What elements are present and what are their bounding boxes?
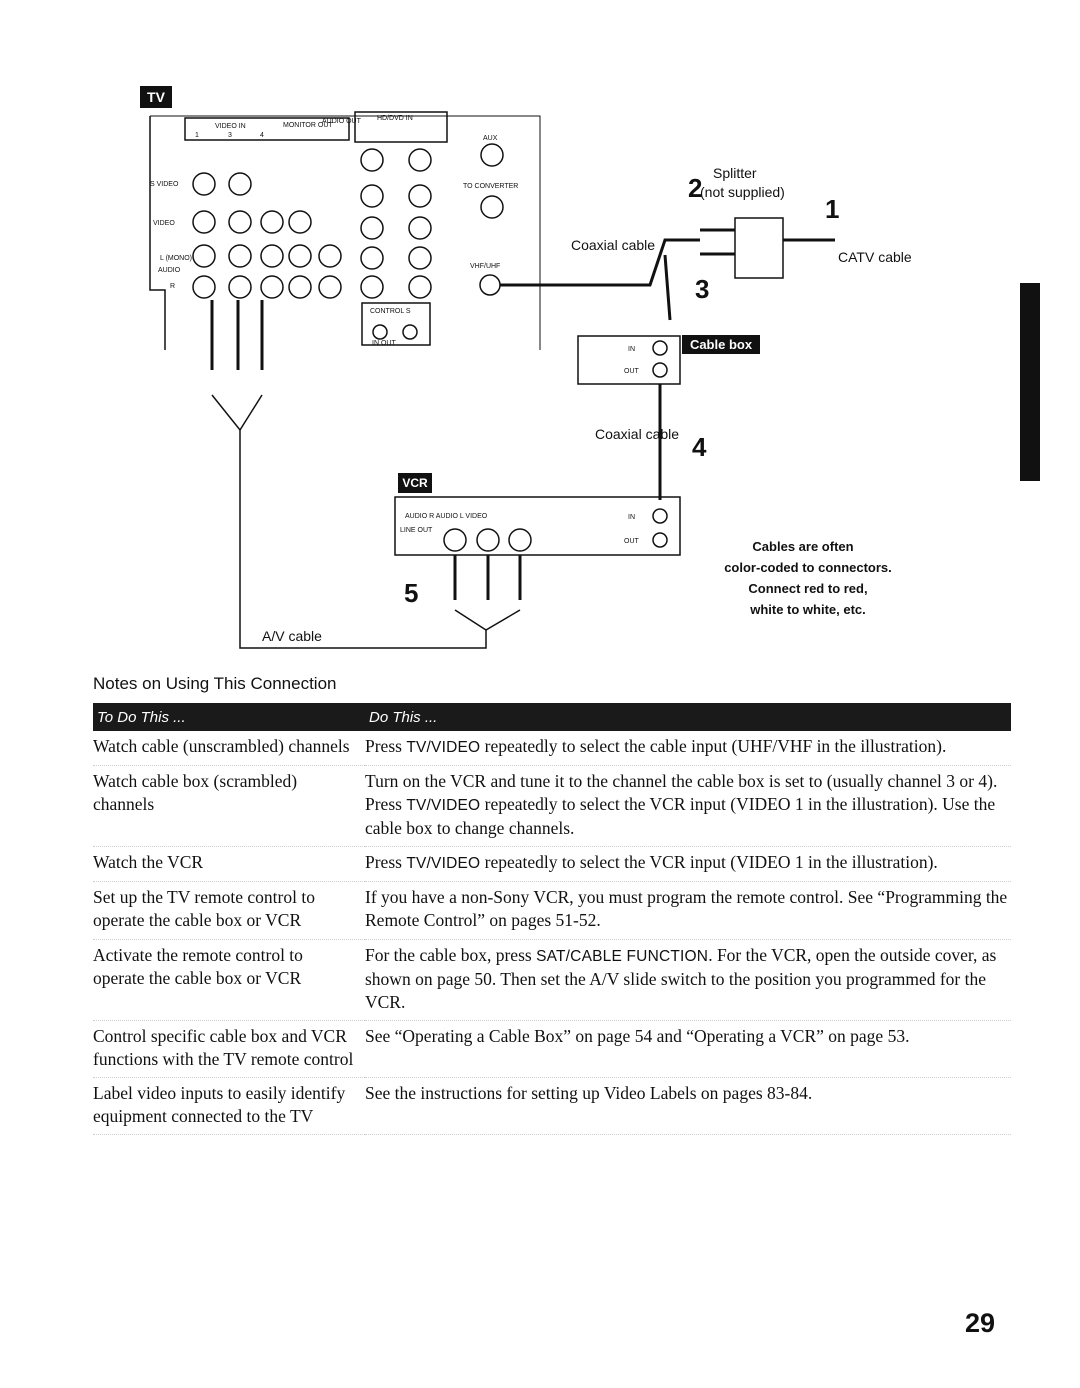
svg-text:1: 1 bbox=[195, 132, 199, 139]
instruction-text: repeatedly to select the VCR input (VIDE… bbox=[480, 852, 938, 872]
table-row: Set up the TV remote control to operate … bbox=[93, 881, 1011, 940]
cable-box-badge: Cable box bbox=[682, 335, 760, 354]
page-number: 29 bbox=[965, 1308, 996, 1338]
do-cell: If you have a non-Sony VCR, you must pro… bbox=[365, 881, 1011, 940]
todo-cell: Set up the TV remote control to operate … bbox=[93, 881, 365, 940]
to-converter-label: TO CONVERTER bbox=[463, 183, 518, 190]
instruction-text: Turn on the VCR and tune it to the chann… bbox=[365, 771, 998, 814]
control-s-label: CONTROL S bbox=[370, 308, 411, 315]
color-note-line-1: Cables are often bbox=[752, 539, 853, 554]
aux-label: AUX bbox=[483, 135, 498, 142]
svg-text:4: 4 bbox=[260, 132, 264, 139]
cablebox-in-label: IN bbox=[628, 346, 635, 353]
control-in-out-label: IN OUT bbox=[372, 340, 396, 347]
notes-title: Notes on Using This Connection bbox=[93, 674, 337, 693]
do-cell: See “Operating a Cable Box” on page 54 a… bbox=[365, 1020, 1011, 1078]
table-row: Activate the remote control to operate t… bbox=[93, 939, 1011, 1021]
step-1: 1 bbox=[825, 194, 839, 224]
do-cell: For the cable box, press SAT/CABLE FUNCT… bbox=[365, 939, 1011, 1021]
button-name: SAT/CABLE FUNCTION bbox=[536, 948, 709, 965]
vcr-out-label: OUT bbox=[624, 538, 640, 545]
step-3: 3 bbox=[695, 274, 709, 304]
vhf-uhf-label: VHF/UHF bbox=[470, 263, 500, 270]
video-in-label: VIDEO IN bbox=[215, 123, 246, 130]
button-name: TV/VIDEO bbox=[406, 739, 481, 756]
video-label: VIDEO bbox=[153, 220, 175, 227]
todo-cell: Watch cable box (scrambled) channels bbox=[93, 765, 365, 847]
splitter-label: Splitter bbox=[713, 165, 757, 181]
todo-cell: Watch the VCR bbox=[93, 846, 365, 882]
audio-out-label: AUDIO OUT bbox=[322, 118, 362, 125]
instruction-text: repeatedly to select the cable input (UH… bbox=[480, 736, 947, 756]
vcr-audio-video-label: AUDIO R AUDIO L VIDEO bbox=[405, 513, 488, 520]
notes-table: To Do This ... Do This ... Watch cable (… bbox=[93, 703, 1011, 1135]
instruction-text: Press bbox=[365, 736, 407, 756]
step-2: 2 bbox=[688, 173, 702, 203]
table-row: Control specific cable box and VCR funct… bbox=[93, 1020, 1011, 1078]
button-name: TV/VIDEO bbox=[406, 797, 481, 814]
section-tab-marker bbox=[1020, 283, 1040, 481]
av-cable-label: A/V cable bbox=[262, 628, 322, 644]
not-supplied-label: (not supplied) bbox=[700, 184, 785, 200]
todo-cell: Label video inputs to easily identify eq… bbox=[93, 1077, 365, 1135]
hd-dvd-in-label: HD/DVD IN bbox=[377, 115, 413, 122]
l-mono-label: L (MONO) bbox=[160, 255, 192, 262]
do-cell: See the instructions for setting up Vide… bbox=[365, 1077, 1011, 1135]
instruction-text: . For the VCR, open the outside cover, a… bbox=[365, 945, 997, 1012]
button-name: TV/VIDEO bbox=[406, 855, 481, 872]
instruction-text: If you have a non-Sony VCR, you must pro… bbox=[365, 887, 1008, 930]
instruction-text: repeatedly to select the VCR input (VIDE… bbox=[365, 794, 996, 838]
cablebox-out-label: OUT bbox=[624, 368, 640, 375]
line-out-label: LINE OUT bbox=[400, 527, 433, 534]
table-row: Label video inputs to easily identify eq… bbox=[93, 1077, 1011, 1135]
s-video-label: S VIDEO bbox=[150, 181, 179, 188]
r-label: R bbox=[170, 283, 175, 290]
col-header-todo: To Do This ... bbox=[93, 703, 365, 731]
jack-grid-hd bbox=[360, 148, 432, 346]
audio-label: AUDIO bbox=[158, 267, 181, 274]
color-note-line-2: color-coded to connectors. bbox=[724, 560, 892, 575]
vcr-badge: VCR bbox=[398, 473, 432, 493]
aux-jacks bbox=[479, 143, 504, 296]
do-cell: Turn on the VCR and tune it to the chann… bbox=[365, 765, 1011, 847]
connection-diagram: VIDEO IN 1 3 4 MONITOR OUT AUDIO OUT HD/DV… bbox=[149, 111, 912, 649]
do-cell: Press TV/VIDEO repeatedly to select the … bbox=[365, 731, 1011, 766]
jack-grid-left bbox=[192, 172, 342, 299]
col-header-do: Do This ... bbox=[365, 703, 1011, 731]
step-4: 4 bbox=[692, 432, 707, 462]
step-5: 5 bbox=[404, 578, 418, 608]
instruction-text: See “Operating a Cable Box” on page 54 a… bbox=[365, 1026, 910, 1046]
todo-cell: Control specific cable box and VCR funct… bbox=[93, 1020, 365, 1078]
instruction-text: Press bbox=[365, 852, 407, 872]
svg-text:3: 3 bbox=[228, 132, 232, 139]
tv-badge: TV bbox=[140, 86, 172, 108]
instruction-text: For the cable box, press bbox=[365, 945, 537, 965]
instruction-text: See the instructions for setting up Vide… bbox=[365, 1083, 813, 1103]
monitor-out-label: MONITOR OUT bbox=[283, 122, 333, 129]
do-cell: Press TV/VIDEO repeatedly to select the … bbox=[365, 846, 1011, 882]
coaxial-cable-label-2: Coaxial cable bbox=[595, 426, 679, 442]
todo-cell: Activate the remote control to operate t… bbox=[93, 939, 365, 1021]
catv-cable-label: CATV cable bbox=[838, 249, 912, 265]
todo-cell: Watch cable (unscrambled) channels bbox=[93, 731, 365, 766]
coaxial-cable-label-1: Coaxial cable bbox=[571, 237, 655, 253]
color-note-line-3: Connect red to red, bbox=[748, 581, 867, 596]
vcr-in-label: IN bbox=[628, 514, 635, 521]
color-note-line-4: white to white, etc. bbox=[749, 602, 866, 617]
